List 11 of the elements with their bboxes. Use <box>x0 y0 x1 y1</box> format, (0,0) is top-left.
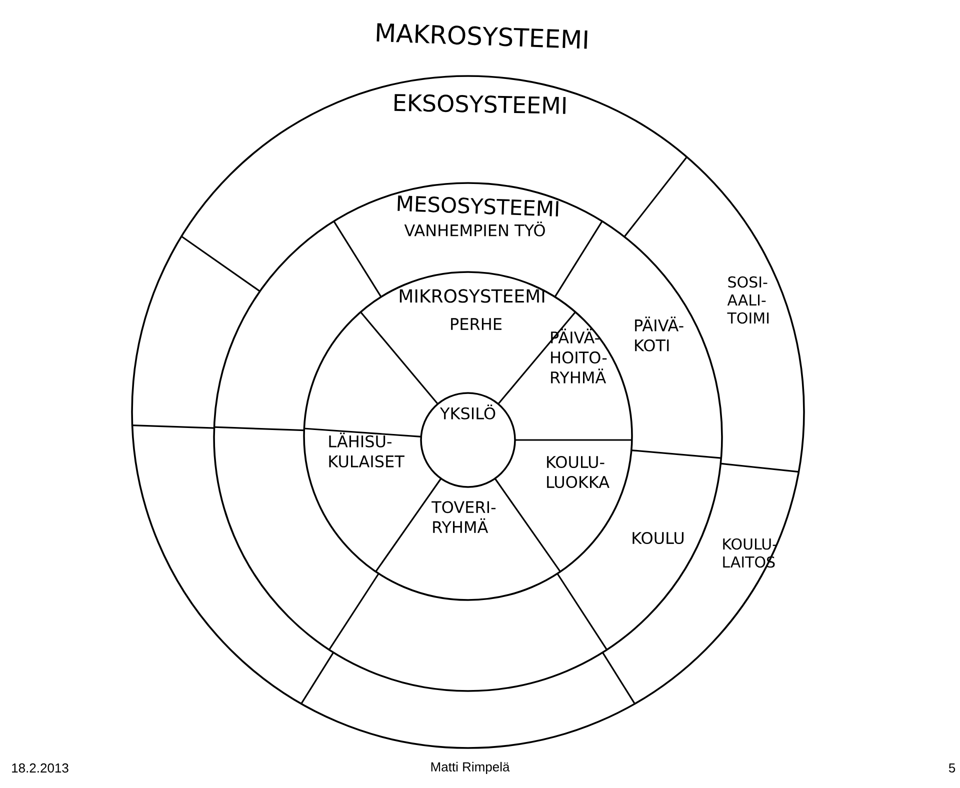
sector-label: KOULU- LUOKKA <box>547 456 610 488</box>
footer-author: Matti Rimpelä <box>431 762 510 774</box>
sector-label: SOSI- AALI- TOIMI <box>727 276 769 324</box>
sector-label: VANHEMPIEN TYÖ <box>404 222 545 236</box>
sector-label: LÄHISU- KULAISET <box>329 432 404 468</box>
sector-label: KOULU <box>632 532 684 544</box>
page-number: 5 <box>948 763 956 773</box>
sector-label: PÄIVÄ- KOTI <box>635 316 684 352</box>
diagram-title: MAKROSYSTEEMI <box>376 23 588 49</box>
sector-label: PERHE <box>451 318 502 330</box>
footer-date: 18.2.2013 <box>12 763 68 773</box>
